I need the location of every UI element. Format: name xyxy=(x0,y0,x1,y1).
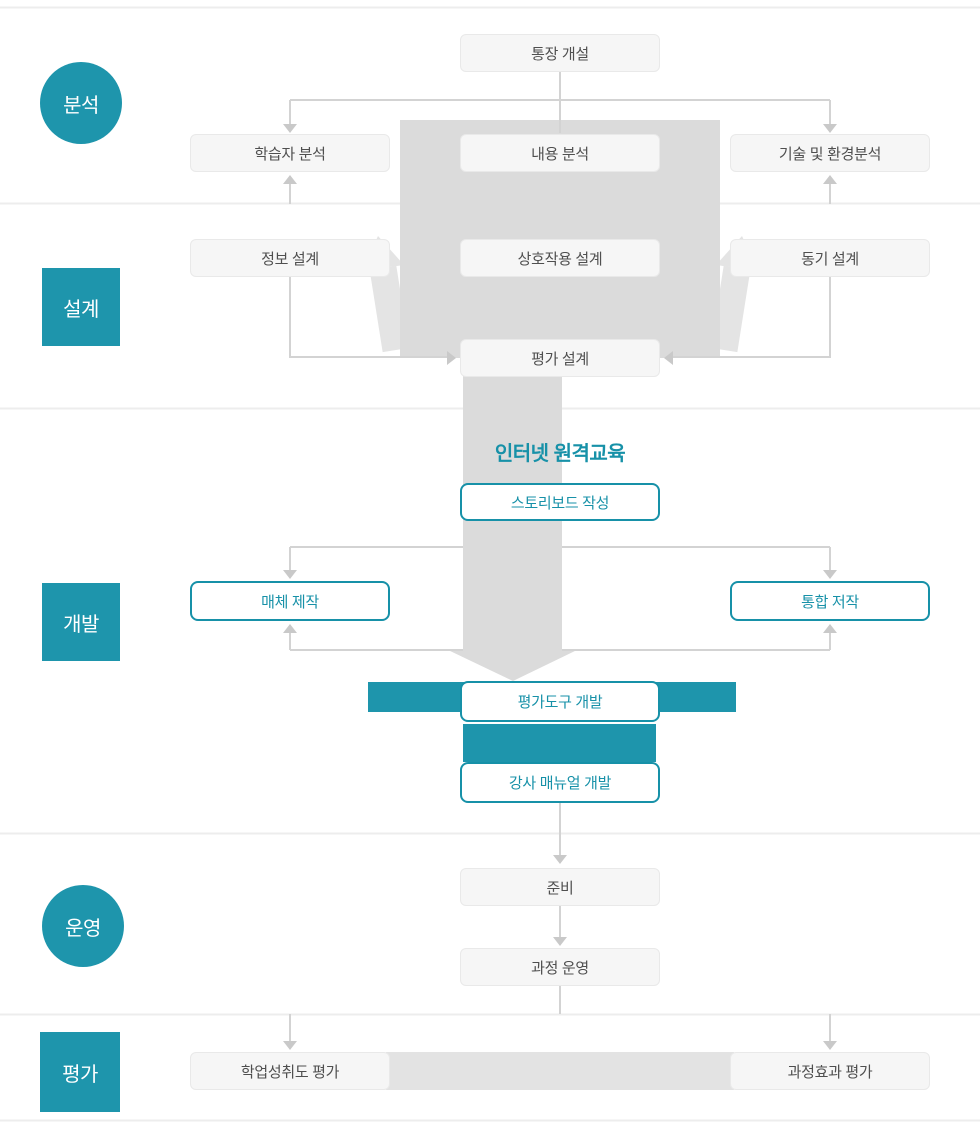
stage-operation: 운영 xyxy=(42,885,124,967)
stage-analysis: 분석 xyxy=(40,62,122,144)
arrow-down-icon xyxy=(823,570,837,579)
node-interaction-design: 상호작용 설계 xyxy=(460,239,660,277)
arrow-up-icon xyxy=(823,175,837,184)
node-evaluation-design: 평가 설계 xyxy=(460,339,660,377)
stage-development: 개발 xyxy=(42,583,120,661)
arrow-up-icon xyxy=(283,624,297,633)
stage-evaluation: 평가 xyxy=(40,1032,120,1112)
connector-arrowheads xyxy=(283,124,837,1050)
arrow-down-icon xyxy=(283,570,297,579)
arrow-up-icon xyxy=(823,624,837,633)
flow-arrowhead-down-icon xyxy=(448,650,577,681)
arrow-down-icon xyxy=(553,855,567,864)
arrow-down-icon xyxy=(823,1041,837,1050)
node-integrated-authoring: 통합 저작 xyxy=(730,581,930,621)
stage-design: 설계 xyxy=(42,268,120,346)
node-media-production: 매체 제작 xyxy=(190,581,390,621)
arrow-down-icon xyxy=(283,124,297,133)
node-tech-env-analysis: 기술 및 환경분석 xyxy=(730,134,930,172)
node-instructor-manual-dev: 강사 매뉴얼 개발 xyxy=(460,762,660,803)
internet-distance-edu-title: 인터넷 원격교육 xyxy=(494,442,626,465)
node-course-effect-evaluation: 과정효과 평가 xyxy=(730,1052,930,1090)
center-flow-shape xyxy=(400,120,720,681)
node-preparation: 준비 xyxy=(460,868,660,906)
evaluation-link-band xyxy=(386,1052,734,1090)
node-content-analysis: 내용 분석 xyxy=(460,134,660,172)
arrow-down-icon xyxy=(283,1041,297,1050)
node-evaluation-tool-dev: 평가도구 개발 xyxy=(460,681,660,722)
arrow-right-icon xyxy=(447,351,456,365)
arrow-up-icon xyxy=(283,175,297,184)
node-learner-analysis: 학습자 분석 xyxy=(190,134,390,172)
node-motivation-design: 동기 설계 xyxy=(730,239,930,277)
connector-lines xyxy=(289,72,831,1041)
arrow-down-icon xyxy=(553,937,567,946)
node-info-design: 정보 설계 xyxy=(190,239,390,277)
node-account-open: 통장 개설 xyxy=(460,34,660,72)
arrow-down-icon xyxy=(823,124,837,133)
arrow-left-icon xyxy=(664,351,673,365)
node-course-operation: 과정 운영 xyxy=(460,948,660,986)
node-storyboard: 스토리보드 작성 xyxy=(460,483,660,521)
node-achievement-evaluation: 학업성취도 평가 xyxy=(190,1052,390,1090)
